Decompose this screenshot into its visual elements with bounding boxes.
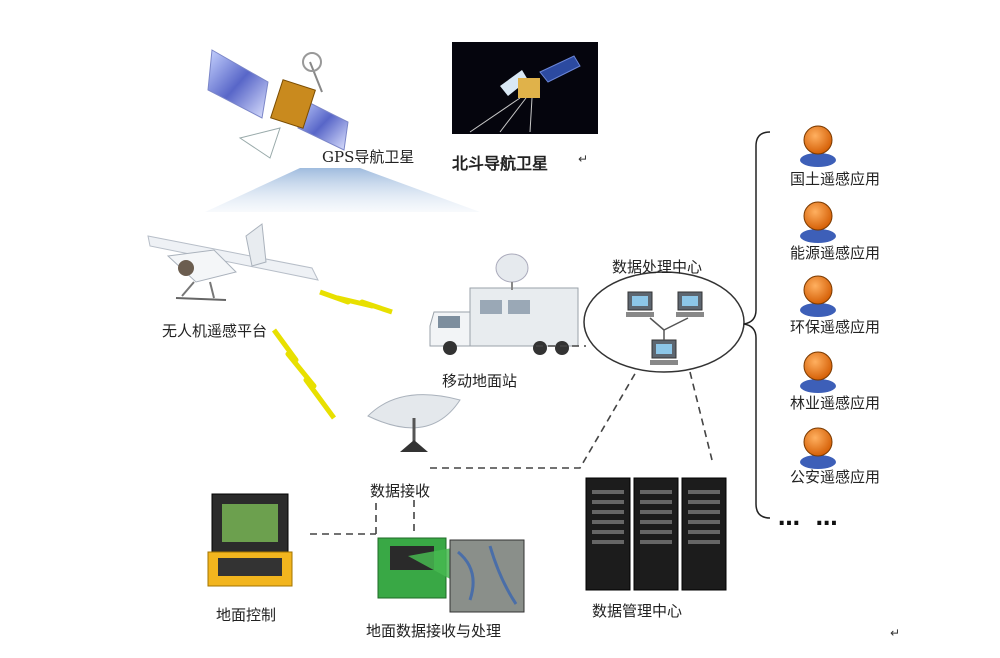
label-ground-receive: 地面数据接收与处理 bbox=[366, 622, 502, 640]
link-uav-mobile bbox=[319, 289, 393, 315]
return-mark: ↵ bbox=[578, 152, 589, 166]
app-label: 林业遥感应用 bbox=[790, 394, 881, 412]
person-icon bbox=[800, 351, 836, 393]
person-icon bbox=[800, 427, 836, 469]
computer-icon bbox=[676, 291, 704, 317]
label-data-management: 数据管理中心 bbox=[592, 602, 683, 620]
server-rack-icon bbox=[633, 477, 679, 591]
label-data-receive: 数据接收 bbox=[370, 482, 431, 500]
gps-signal-beam bbox=[205, 168, 480, 212]
app-label: 国土遥感应用 bbox=[790, 170, 881, 188]
ground-receive-icon bbox=[377, 537, 525, 613]
applications-brace bbox=[743, 131, 771, 519]
computer-icon bbox=[650, 339, 678, 365]
label-mobile-station: 移动地面站 bbox=[442, 372, 518, 390]
mobile-station-truck-icon bbox=[429, 253, 579, 355]
person-icon bbox=[800, 125, 836, 167]
label-ground-control: 地面控制 bbox=[216, 606, 277, 624]
server-rack-icon bbox=[681, 477, 727, 591]
label-uav-platform: 无人机遥感平台 bbox=[162, 322, 268, 340]
person-icon bbox=[800, 201, 836, 243]
label-gps-satellite: GPS导航卫星 bbox=[322, 148, 415, 166]
receiving-dish-icon bbox=[367, 394, 461, 452]
link-uav-antenna bbox=[271, 328, 337, 420]
server-rack-icon bbox=[585, 477, 631, 591]
uav-icon bbox=[147, 223, 319, 301]
beidou-satellite-icon bbox=[452, 42, 598, 134]
label-data-center: 数据处理中心 bbox=[612, 258, 703, 276]
app-label: 公安遥感应用 bbox=[790, 468, 881, 486]
gps-satellite-icon bbox=[207, 49, 349, 159]
ground-control-case-icon bbox=[207, 493, 293, 587]
app-label: 能源遥感应用 bbox=[790, 244, 881, 262]
data-center-ellipse bbox=[583, 271, 745, 373]
dashed-links bbox=[310, 345, 713, 535]
app-label: 环保遥感应用 bbox=[790, 318, 881, 336]
label-beidou-satellite: 北斗导航卫星 bbox=[452, 154, 549, 173]
computer-icon bbox=[626, 291, 654, 317]
person-icon bbox=[800, 275, 836, 317]
more-applications-ellipsis: … … bbox=[778, 506, 842, 531]
center-links bbox=[649, 317, 689, 340]
return-mark: ↵ bbox=[890, 626, 901, 640]
